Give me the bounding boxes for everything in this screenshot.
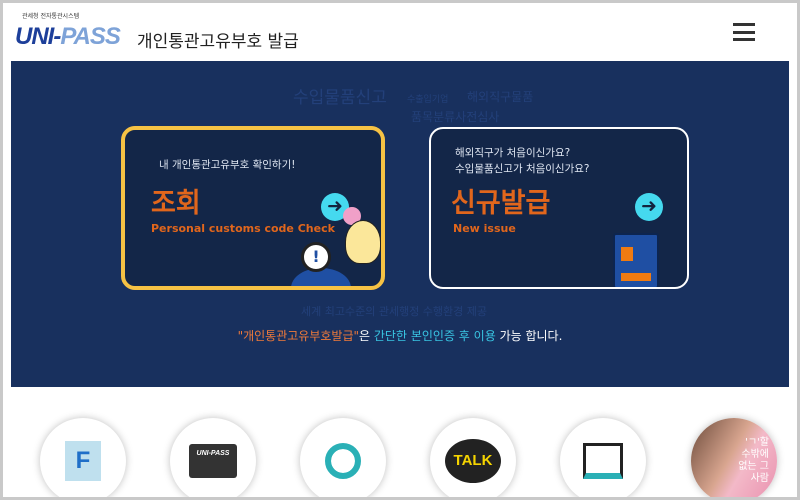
faq-cube-icon: F bbox=[65, 441, 101, 481]
notice-plain: 가능 합니다. bbox=[495, 329, 563, 343]
new-prompt-1: 해외직구가 처음이신가요? bbox=[455, 147, 571, 159]
bg-word: 수출입기업 bbox=[407, 95, 449, 105]
logo-text: UNI- bbox=[15, 23, 61, 50]
lookup-title: 조회 bbox=[151, 188, 201, 219]
magnifier-alert-icon: ! bbox=[301, 242, 331, 272]
clipboard-icon bbox=[613, 233, 659, 287]
new-subtitle: New issue bbox=[453, 222, 516, 235]
bg-word: 수입물품신고 bbox=[293, 88, 387, 108]
arrow-right-icon[interactable]: ➜ bbox=[635, 193, 663, 221]
notice-text: "개인통관고유부호발급"은 간단한 본인인증 후 이용 가능 합니다. bbox=[11, 329, 789, 344]
hero-banner: 수입물품신고 수출입기업 해외직구물품 품목분류사전심사 세계 최고수준의 관세… bbox=[11, 61, 789, 387]
quick-link-mascot[interactable] bbox=[300, 418, 386, 497]
hamburger-icon[interactable] bbox=[733, 23, 755, 41]
promo-caption: 'ㄱ'할 수밖에 없는 그사람 bbox=[738, 437, 769, 484]
quick-link-remote-support[interactable] bbox=[560, 418, 646, 497]
lookup-prompt: 내 개인통관고유부호 확인하기! bbox=[159, 159, 296, 171]
mascot-icon bbox=[325, 443, 361, 479]
new-title: 신규발급 bbox=[451, 188, 551, 219]
monitor-people-icon bbox=[583, 443, 623, 479]
bg-word: 세계 최고수준의 관세행정 수행환경 제공 bbox=[301, 305, 488, 318]
notice-highlight: "개인통관고유부호발급" bbox=[237, 329, 360, 343]
quick-link-unipass-manual[interactable]: UNI-PASS bbox=[170, 418, 256, 497]
notice-highlight: 간단한 본인인증 후 이용 bbox=[373, 329, 496, 343]
arrow-right-icon[interactable]: ➜ bbox=[321, 193, 349, 221]
bg-word: 품목분류사전심사 bbox=[411, 110, 500, 124]
pointing-hand-icon bbox=[345, 220, 381, 264]
header: 관세청 전자통관시스템 UNI-PASS 개인통관고유부호 발급 bbox=[3, 3, 797, 61]
lookup-card[interactable]: 내 개인통관고유부호 확인하기! 조회 Personal customs cod… bbox=[121, 126, 385, 290]
book-globe-icon: UNI-PASS bbox=[189, 444, 237, 478]
logo-subtitle: 관세청 전자통관시스템 bbox=[22, 13, 80, 20]
unipass-logo[interactable]: UNI-PASS bbox=[15, 23, 121, 51]
quick-link-promo-video[interactable]: 'ㄱ'할 수밖에 없는 그사람 bbox=[691, 418, 777, 497]
page-title: 개인통관고유부호 발급 bbox=[137, 32, 299, 52]
bg-word: 해외직구물품 bbox=[467, 90, 534, 104]
talk-bubble-icon: TALK bbox=[445, 439, 501, 483]
person-icon bbox=[291, 268, 351, 286]
notice-plain: 은 bbox=[359, 329, 374, 343]
new-prompt-2: 수입물품신고가 처음이신가요? bbox=[455, 163, 590, 175]
page: 관세청 전자통관시스템 UNI-PASS 개인통관고유부호 발급 수입물품신고 … bbox=[3, 3, 797, 497]
quick-link-faq[interactable]: F bbox=[40, 418, 126, 497]
lookup-subtitle: Personal customs code Check bbox=[151, 222, 335, 235]
new-issue-card[interactable]: 해외직구가 처음이신가요? 수입물품신고가 처음이신가요? 신규발급 New i… bbox=[429, 127, 689, 289]
logo-text: PASS bbox=[60, 23, 121, 50]
quick-link-kakao-talk[interactable]: TALK bbox=[430, 418, 516, 497]
